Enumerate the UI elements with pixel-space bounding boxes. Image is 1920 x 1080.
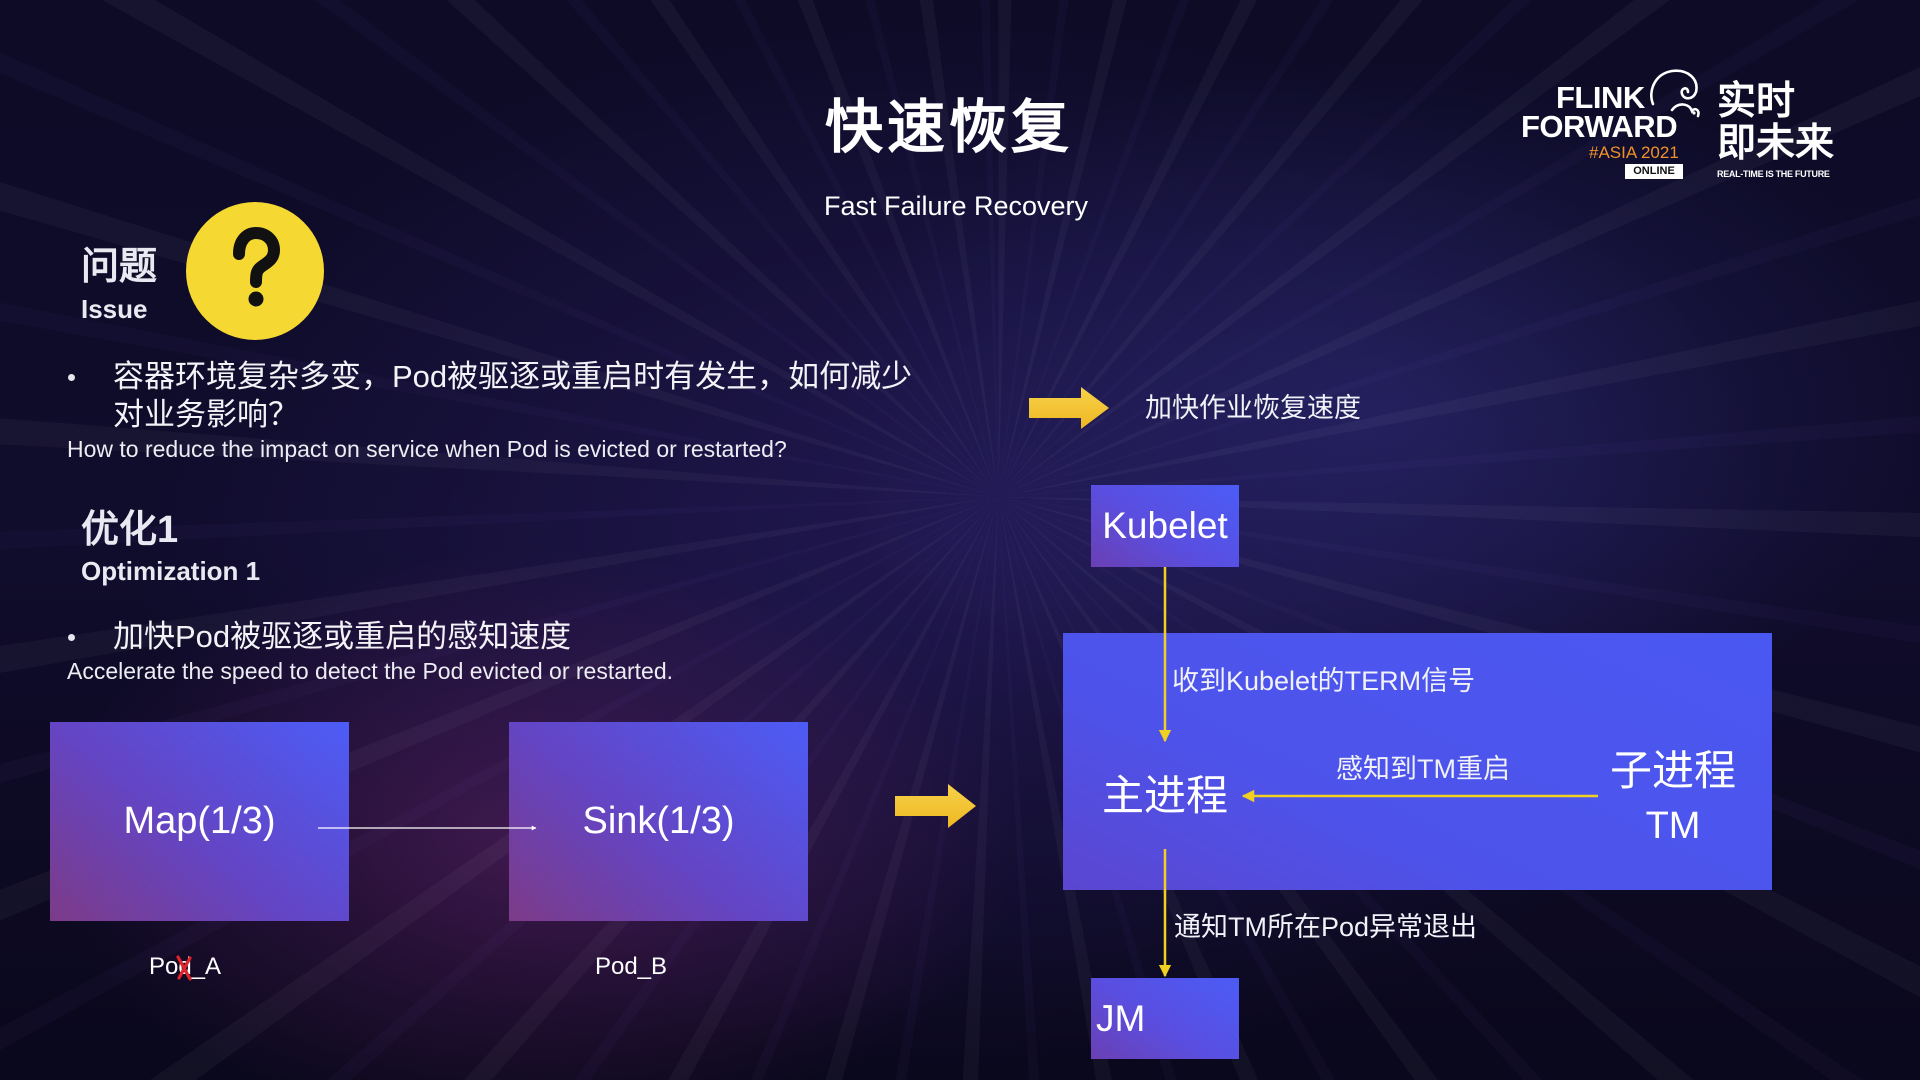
goal-text: 加快作业恢复速度 (1145, 393, 1361, 423)
detect-restart-text: 感知到TM重启 (1336, 754, 1510, 784)
slide-subtitle: Fast Failure Recovery (823, 191, 1089, 221)
notify-text: 通知TM所在Pod异常退出 (1174, 912, 1478, 942)
jm-box: JM (1091, 978, 1239, 1059)
pod-b-label: Pod_B (594, 953, 668, 980)
red-cross-icon (176, 955, 192, 981)
kubelet-label: Kubelet (1102, 505, 1228, 546)
logo-online-badge: ONLINE (1625, 164, 1683, 179)
issue-heading-en: Issue (81, 294, 148, 324)
logo-edition: #ASIA 2021 (1589, 143, 1679, 162)
squirrel-icon (1650, 69, 1700, 118)
logo-forward: FORWARD (1521, 109, 1678, 144)
logo-tagline: REAL-TIME IS THE FUTURE (1717, 169, 1830, 179)
issue-bullet-cn-line2: 对业务影响？ (113, 397, 299, 432)
child-process-label: 子进程 (1609, 747, 1736, 794)
optimization-bullet-cn: 加快Pod被驱逐或重启的感知速度 (113, 619, 572, 654)
kubelet-box: Kubelet (1091, 485, 1239, 567)
logo-cn-line1: 实时 (1717, 80, 1796, 123)
optimization-heading-cn: 优化1 (81, 509, 179, 551)
question-mark-glyph (233, 227, 280, 307)
sink-operator-label: Sink(1/3) (582, 800, 735, 842)
logo-flink: FLINK (1556, 80, 1645, 115)
main-process-label: 主进程 (1101, 772, 1228, 819)
transition-arrow-icon (895, 784, 976, 828)
issue-bullet-en: How to reduce the impact on service when… (67, 436, 787, 462)
bullet-dot (68, 374, 75, 381)
question-mark-icon (186, 202, 324, 340)
tm-pod-container (1063, 633, 1772, 890)
bullet-dot (68, 634, 75, 641)
logo-cn-line2: 即未来 (1717, 122, 1835, 165)
optimization-bullet-en: Accelerate the speed to detect the Pod e… (67, 658, 674, 684)
goal-arrow-icon (1029, 387, 1109, 429)
optimization-heading-en: Optimization 1 (81, 556, 261, 586)
map-operator-box: Map(1/3) (50, 722, 349, 921)
issue-heading-cn: 问题 (81, 246, 158, 288)
term-signal-text: 收到Kubelet的TERM信号 (1172, 666, 1476, 696)
map-operator-label: Map(1/3) (123, 800, 276, 842)
child-process-tm-label: TM (1645, 805, 1701, 847)
jm-label: JM (1096, 997, 1146, 1039)
slide-title: 快速恢复 (824, 95, 1073, 160)
sink-operator-box: Sink(1/3) (509, 722, 808, 921)
issue-bullet-cn-line1: 容器环境复杂多变，Pod被驱逐或重启时有发生，如何减少 (113, 359, 913, 394)
